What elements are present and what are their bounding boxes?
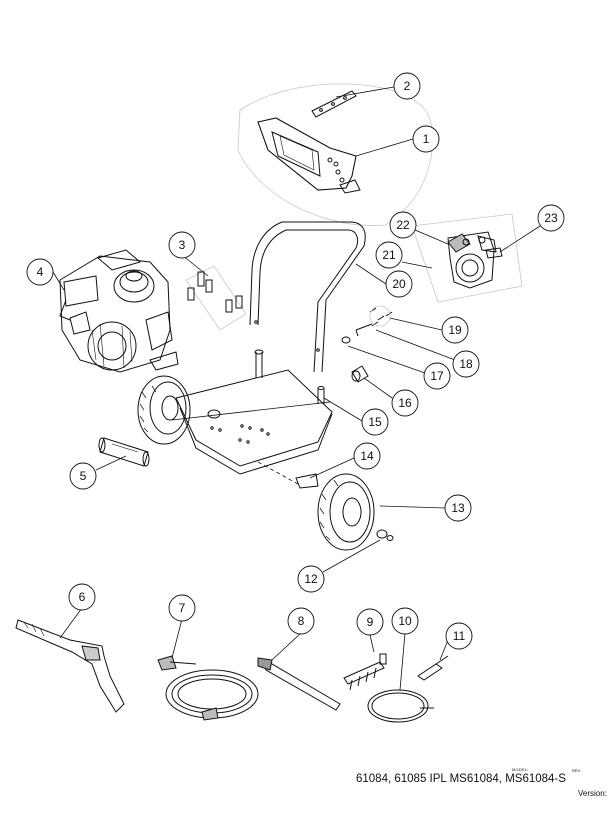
part-11-injector [417,655,449,681]
rev-caption: REV. [572,768,581,773]
callout-9-label: 9 [367,615,374,629]
part-6-spray-gun [15,619,125,713]
callout-15-label: 15 [368,415,382,429]
model-caption: MODEL: [512,767,529,772]
panel-boundary [237,83,433,226]
model-numbers-footer: 61084, 61085 IPL MS61084, MS61084-S [356,773,566,785]
callout-1: 1 [412,125,440,153]
part-8-lance [257,657,341,711]
callout-1-label: 1 [423,132,430,146]
part-23-valve [485,247,503,259]
callout-2: 2 [393,72,421,100]
callout-20: 20 [385,270,413,298]
callout-13: 13 [444,494,472,522]
callout-10-label: 10 [398,614,412,628]
part-19-screws [369,307,393,327]
part-21-pump [447,231,495,289]
left-wheel [137,375,191,445]
callout-17-label: 17 [430,369,444,383]
version-caption: Version: [578,789,607,798]
part-10-hose [367,689,434,723]
callout-16: 16 [391,389,419,417]
callout-15: 15 [361,408,389,436]
callout-16-label: 16 [398,396,412,410]
control-panel-group [237,83,433,226]
part-5-sleeve [98,437,150,467]
callout-3-label: 3 [179,238,186,252]
callout-10: 10 [391,607,419,635]
callout-7: 7 [168,594,196,622]
callout-18: 18 [452,350,480,378]
callout-11-label: 11 [453,629,466,643]
callout-5: 5 [69,462,97,490]
callout-7-label: 7 [179,601,186,615]
callout-6: 6 [68,583,96,611]
callout-9: 9 [356,608,384,636]
part-15-frame [171,349,333,485]
part-14-foot [295,473,319,489]
callout-23-label: 23 [544,211,558,225]
part-12-washer [376,529,388,539]
part-1-panel [257,117,357,191]
callout-8-label: 8 [298,614,305,628]
callout-11: 11 [445,622,473,650]
callout-21: 21 [375,241,403,269]
callout-3: 3 [168,231,196,259]
part-20-handle [249,221,366,373]
part-2-bracket [311,90,357,118]
callout-8: 8 [287,607,315,635]
callout-18-label: 18 [459,357,473,371]
part-7-hose [157,655,259,721]
part-9-nozzles [343,653,387,691]
callout-17: 17 [423,362,451,390]
small-parts [295,305,394,541]
callout-23: 23 [537,204,565,232]
callout-4-label: 4 [37,265,44,279]
callout-19: 19 [441,316,469,344]
callout-5-label: 5 [80,469,87,483]
pump-group [411,213,523,303]
callout-6-label: 6 [79,590,86,604]
callout-14: 14 [353,442,381,470]
part-17-plug [341,336,351,344]
callout-22-label: 22 [396,218,410,232]
callout-20-label: 20 [392,277,406,291]
callout-19-label: 19 [448,323,462,337]
callout-2-label: 2 [404,79,411,93]
leader-lines [52,86,541,691]
callout-21-label: 21 [382,248,396,262]
part-3-screws [185,265,247,331]
callout-13-label: 13 [451,501,465,515]
pump-boundary [411,213,523,303]
part-4-engine [59,249,179,373]
part-16-knob [351,365,369,383]
callout-14-label: 14 [360,449,374,463]
part-18-wrench [355,323,373,337]
callout-12-label: 12 [304,572,318,586]
callout-4: 4 [26,258,54,286]
callout-22: 22 [389,211,417,239]
part-13-wheel [317,473,375,551]
callout-12: 12 [297,565,325,593]
